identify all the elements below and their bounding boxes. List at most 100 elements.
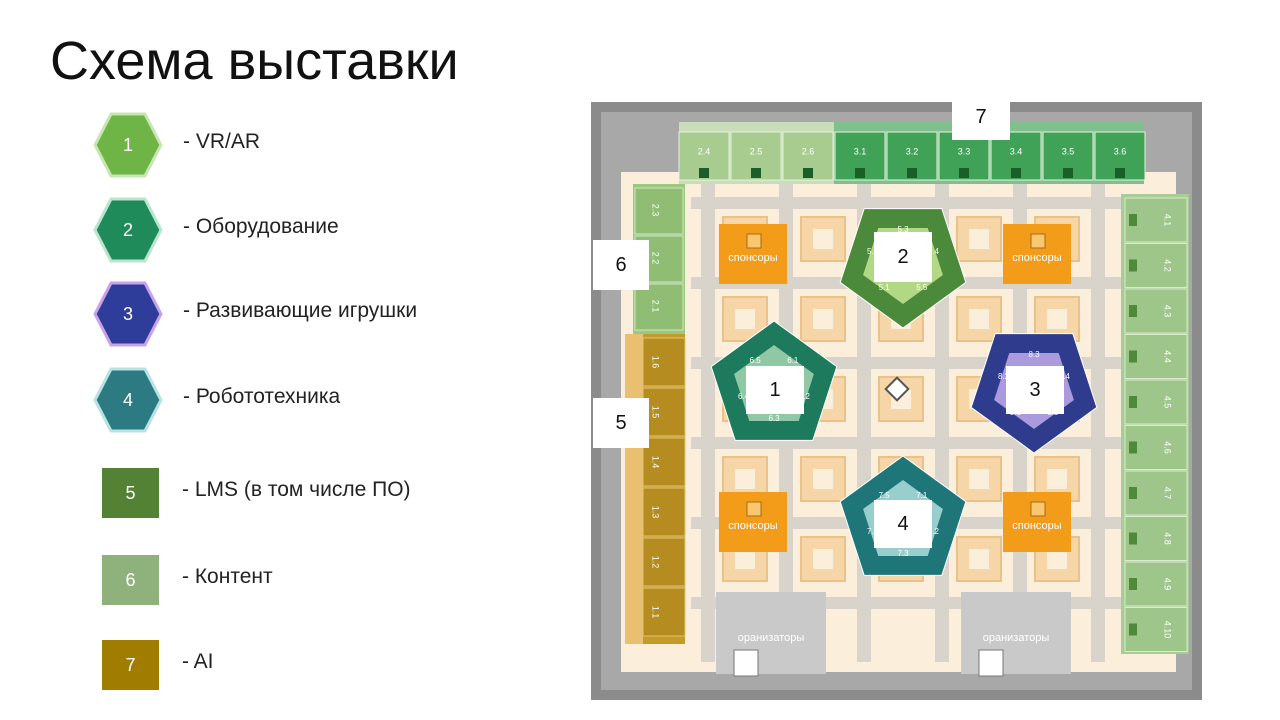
stand-number: 1.2 [651, 556, 661, 569]
stand-left-upper [634, 187, 684, 235]
legend-label: - Развивающие игрушки [183, 299, 418, 322]
pentagon-stand-number: 8.3 [1028, 350, 1040, 359]
legend-label: - Контент [182, 565, 273, 588]
hexagon-icon: 1 [93, 110, 163, 180]
stand-number: 3.3 [958, 146, 971, 156]
sponsor-label: спонсоры [728, 520, 778, 532]
legend-label: - AI [182, 650, 214, 673]
pentagon-stand-number: 5.2 [867, 247, 879, 256]
legend-number: 2 [122, 219, 133, 240]
legend-number: 3 [122, 303, 133, 324]
floor-tile-center [813, 469, 833, 489]
stand-number: 2.6 [802, 146, 815, 156]
stand-number: 4.9 [1163, 578, 1173, 591]
square-swatch-icon: 7 [102, 640, 159, 690]
pentagon-stand-number: 7.1 [916, 491, 928, 500]
pentagon-stand-number: 7.2 [928, 527, 940, 536]
stand-number: 2.5 [750, 146, 763, 156]
stand-left-lower [642, 387, 686, 437]
stand-counter [1129, 396, 1137, 408]
zone-label-5: 5 [593, 398, 649, 448]
zone-label-2: 2 [874, 232, 932, 282]
organizer-desk [978, 649, 1004, 677]
zone-label-6: 6 [593, 240, 649, 290]
floor-tile-center [735, 469, 755, 489]
pentagon-stand-number: 7.3 [897, 549, 909, 558]
pentagon-stand-number: 8.2 [998, 372, 1010, 381]
sponsor-table [746, 233, 762, 249]
pentagon-stand-number: 5.3 [897, 225, 909, 234]
aisle-vertical [701, 182, 715, 662]
stand-counter [1129, 532, 1137, 545]
stand-number: 2.2 [651, 252, 661, 265]
sponsor-table [1030, 501, 1046, 517]
stand-number: 4.6 [1163, 441, 1173, 454]
hexagon-icon: 2 [93, 195, 163, 265]
square-swatch-icon: 5 [102, 468, 159, 518]
pentagon-stand-number: 7.4 [867, 527, 879, 536]
legend-item-3: 3 - Развивающие игрушки [0, 279, 560, 349]
left-lower-strip [625, 334, 643, 644]
right-stands: 4.14.24.34.44.54.64.74.84.94.10 [1124, 197, 1188, 652]
pentagon-stand-number: 6.1 [787, 356, 799, 365]
zone-label-7: 7 [952, 94, 1010, 140]
stand-right [1124, 470, 1188, 516]
stand-counter [1129, 487, 1137, 499]
stand-number: 2.1 [651, 300, 661, 313]
stand-number: 1.3 [651, 506, 661, 519]
pentagon-stand-number: 5.4 [928, 247, 940, 256]
floor-tile-center [969, 229, 989, 249]
pentagon-stand-number: 6.4 [738, 392, 750, 401]
sponsor-table [1030, 233, 1046, 249]
pentagon-stand-number: 7.5 [879, 491, 891, 500]
stand-counter [1063, 168, 1073, 178]
legend-item-5: 5- LMS (в том числе ПО) [0, 458, 560, 528]
legend-item-1: 1 - VR/AR [0, 110, 560, 180]
floor-tile-center [969, 549, 989, 569]
stand-counter [751, 168, 761, 178]
sponsor-table [746, 501, 762, 517]
floor-tile-center [735, 309, 755, 329]
organizer-label: оранизаторы [738, 632, 805, 644]
organizer-areas: оранизаторы оранизаторы [716, 592, 1071, 677]
stand-number: 1.6 [651, 356, 661, 369]
legend-number: 6 [125, 569, 136, 590]
stand-counter [1129, 350, 1137, 363]
legend-number: 1 [122, 134, 133, 155]
stand-counter [1129, 305, 1137, 317]
legend-number: 5 [125, 482, 136, 503]
stand-number: 3.1 [854, 146, 867, 156]
pentagon-stand-number: 5.1 [879, 283, 891, 292]
stand-counter [1129, 259, 1137, 272]
stand-number: 4.1 [1163, 214, 1173, 227]
floor-tile-center [813, 229, 833, 249]
stand-counter [699, 168, 709, 178]
stand-left-lower [642, 337, 686, 387]
legend-label: - Робототехника [183, 385, 341, 408]
stand-number: 3.6 [1114, 146, 1127, 156]
stand-number: 3.4 [1010, 146, 1023, 156]
stand-counter [1129, 578, 1137, 590]
legend-label: - VR/AR [183, 130, 261, 153]
zone-label-4: 4 [874, 500, 932, 548]
legend-item-7: 7 - AI [0, 630, 560, 700]
organizer-label: оранизаторы [983, 632, 1050, 644]
stand-counter [1115, 168, 1125, 178]
sponsor-label: спонсоры [1012, 252, 1062, 264]
aisle-horizontal [691, 197, 1121, 209]
stand-counter [907, 168, 917, 178]
stand-number: 4.5 [1163, 396, 1173, 409]
floor-tile-center [969, 309, 989, 329]
stand-left-lower [642, 587, 686, 637]
legend-number: 4 [122, 389, 133, 410]
stand-number: 2.3 [651, 204, 661, 217]
sponsor-label: спонсоры [1012, 520, 1062, 532]
legend-item-4: 4 - Робототехника [0, 365, 560, 435]
stand-left-lower [642, 437, 686, 487]
stand-counter [803, 168, 813, 178]
stand-counter [1129, 441, 1137, 454]
zone-label-1: 1 [746, 366, 804, 414]
